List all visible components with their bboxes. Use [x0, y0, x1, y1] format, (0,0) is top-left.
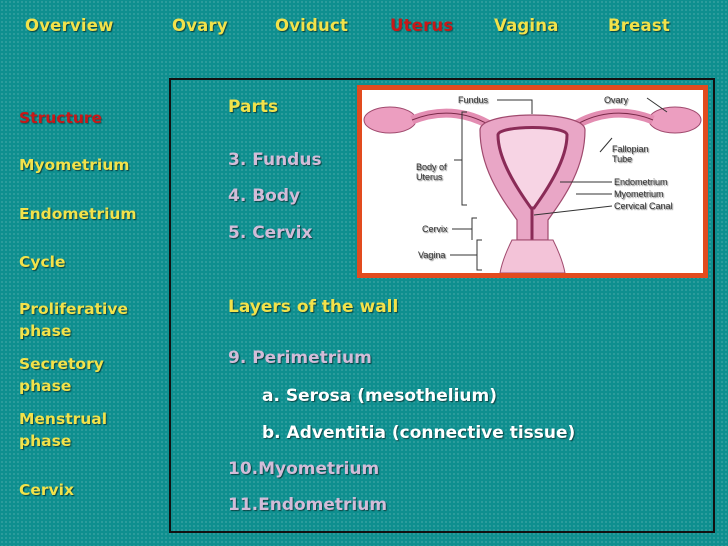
nav-uterus[interactable]: Uterus: [390, 16, 454, 35]
vagina-bracket: [476, 239, 482, 271]
label-fundus: Fundus: [458, 95, 489, 105]
left-ovary-shape: [363, 106, 417, 134]
label-cervix: Cervix: [422, 224, 448, 234]
side-nav-secretory-phase[interactable]: Secretory phase: [19, 353, 169, 397]
label-myometrium: Myometrium: [614, 189, 664, 199]
side-nav-cycle[interactable]: Cycle: [19, 253, 66, 271]
layers-heading: Layers of the wall: [228, 297, 399, 317]
body-bracket: [461, 111, 467, 206]
uterus-diagram: Fundus Ovary Fallopian Tube Body of Uter…: [357, 85, 708, 278]
ovary-pointer: [646, 97, 668, 113]
side-nav-proliferative-line1: Proliferative: [19, 300, 128, 318]
label-vagina: Vagina: [418, 250, 445, 260]
cervix-bracket: [471, 217, 477, 240]
vagina-shape: [499, 239, 566, 273]
nav-oviduct[interactable]: Oviduct: [275, 16, 349, 35]
nav-vagina[interactable]: Vagina: [494, 16, 559, 35]
side-nav-proliferative-phase[interactable]: Proliferative phase: [19, 298, 169, 342]
part-body: 4. Body: [228, 186, 301, 206]
content-panel: [169, 78, 715, 533]
side-nav-cervix[interactable]: Cervix: [19, 481, 74, 499]
nav-breast[interactable]: Breast: [608, 16, 670, 35]
side-nav-menstrual-line1: Menstrual: [19, 410, 108, 428]
tube-pointer: [599, 137, 613, 153]
cervical-canal-pointer: [533, 205, 613, 216]
label-fallopian-2: Tube: [612, 154, 632, 164]
label-fallopian-1: Fallopian: [612, 144, 649, 154]
side-nav-myometrium[interactable]: Myometrium: [19, 156, 130, 174]
uterine-cavity-shape: [496, 126, 569, 210]
side-nav-endometrium[interactable]: Endometrium: [19, 205, 137, 223]
label-ovary: Ovary: [604, 95, 629, 105]
side-nav-menstrual-line2: phase: [19, 432, 72, 450]
layer-adventitia: b. Adventitia (connective tissue): [262, 423, 576, 443]
uterus-illustration: Fundus Ovary Fallopian Tube Body of Uter…: [363, 95, 702, 273]
label-cervical-canal: Cervical Canal: [614, 201, 673, 211]
part-fundus: 3. Fundus: [228, 150, 322, 170]
fundus-pointer: [497, 99, 533, 114]
side-nav-structure[interactable]: Structure: [19, 109, 103, 127]
label-endometrium: Endometrium: [614, 177, 668, 187]
right-ovary-shape: [648, 106, 702, 134]
part-cervix: 5. Cervix: [228, 223, 313, 243]
layer-serosa: a. Serosa (mesothelium): [262, 386, 498, 406]
side-nav-secretory-line2: phase: [19, 377, 72, 395]
layer-perimetrium: 9. Perimetrium: [228, 348, 372, 368]
layer-myometrium: 10.Myometrium: [228, 459, 380, 479]
nav-ovary[interactable]: Ovary: [172, 16, 228, 35]
label-body-1: Body of: [416, 162, 447, 172]
side-nav-secretory-line1: Secretory: [19, 355, 104, 373]
side-nav-menstrual-phase[interactable]: Menstrual phase: [19, 408, 169, 452]
label-body-2: Uterus: [416, 172, 443, 182]
nav-overview[interactable]: Overview: [25, 16, 114, 35]
top-nav: Overview Ovary Oviduct Uterus Vagina Bre…: [0, 16, 728, 38]
uterus-diagram-canvas: Fundus Ovary Fallopian Tube Body of Uter…: [362, 90, 703, 273]
parts-heading: Parts: [228, 97, 279, 117]
side-nav-proliferative-line2: phase: [19, 322, 72, 340]
layer-endometrium: 11.Endometrium: [228, 495, 388, 515]
